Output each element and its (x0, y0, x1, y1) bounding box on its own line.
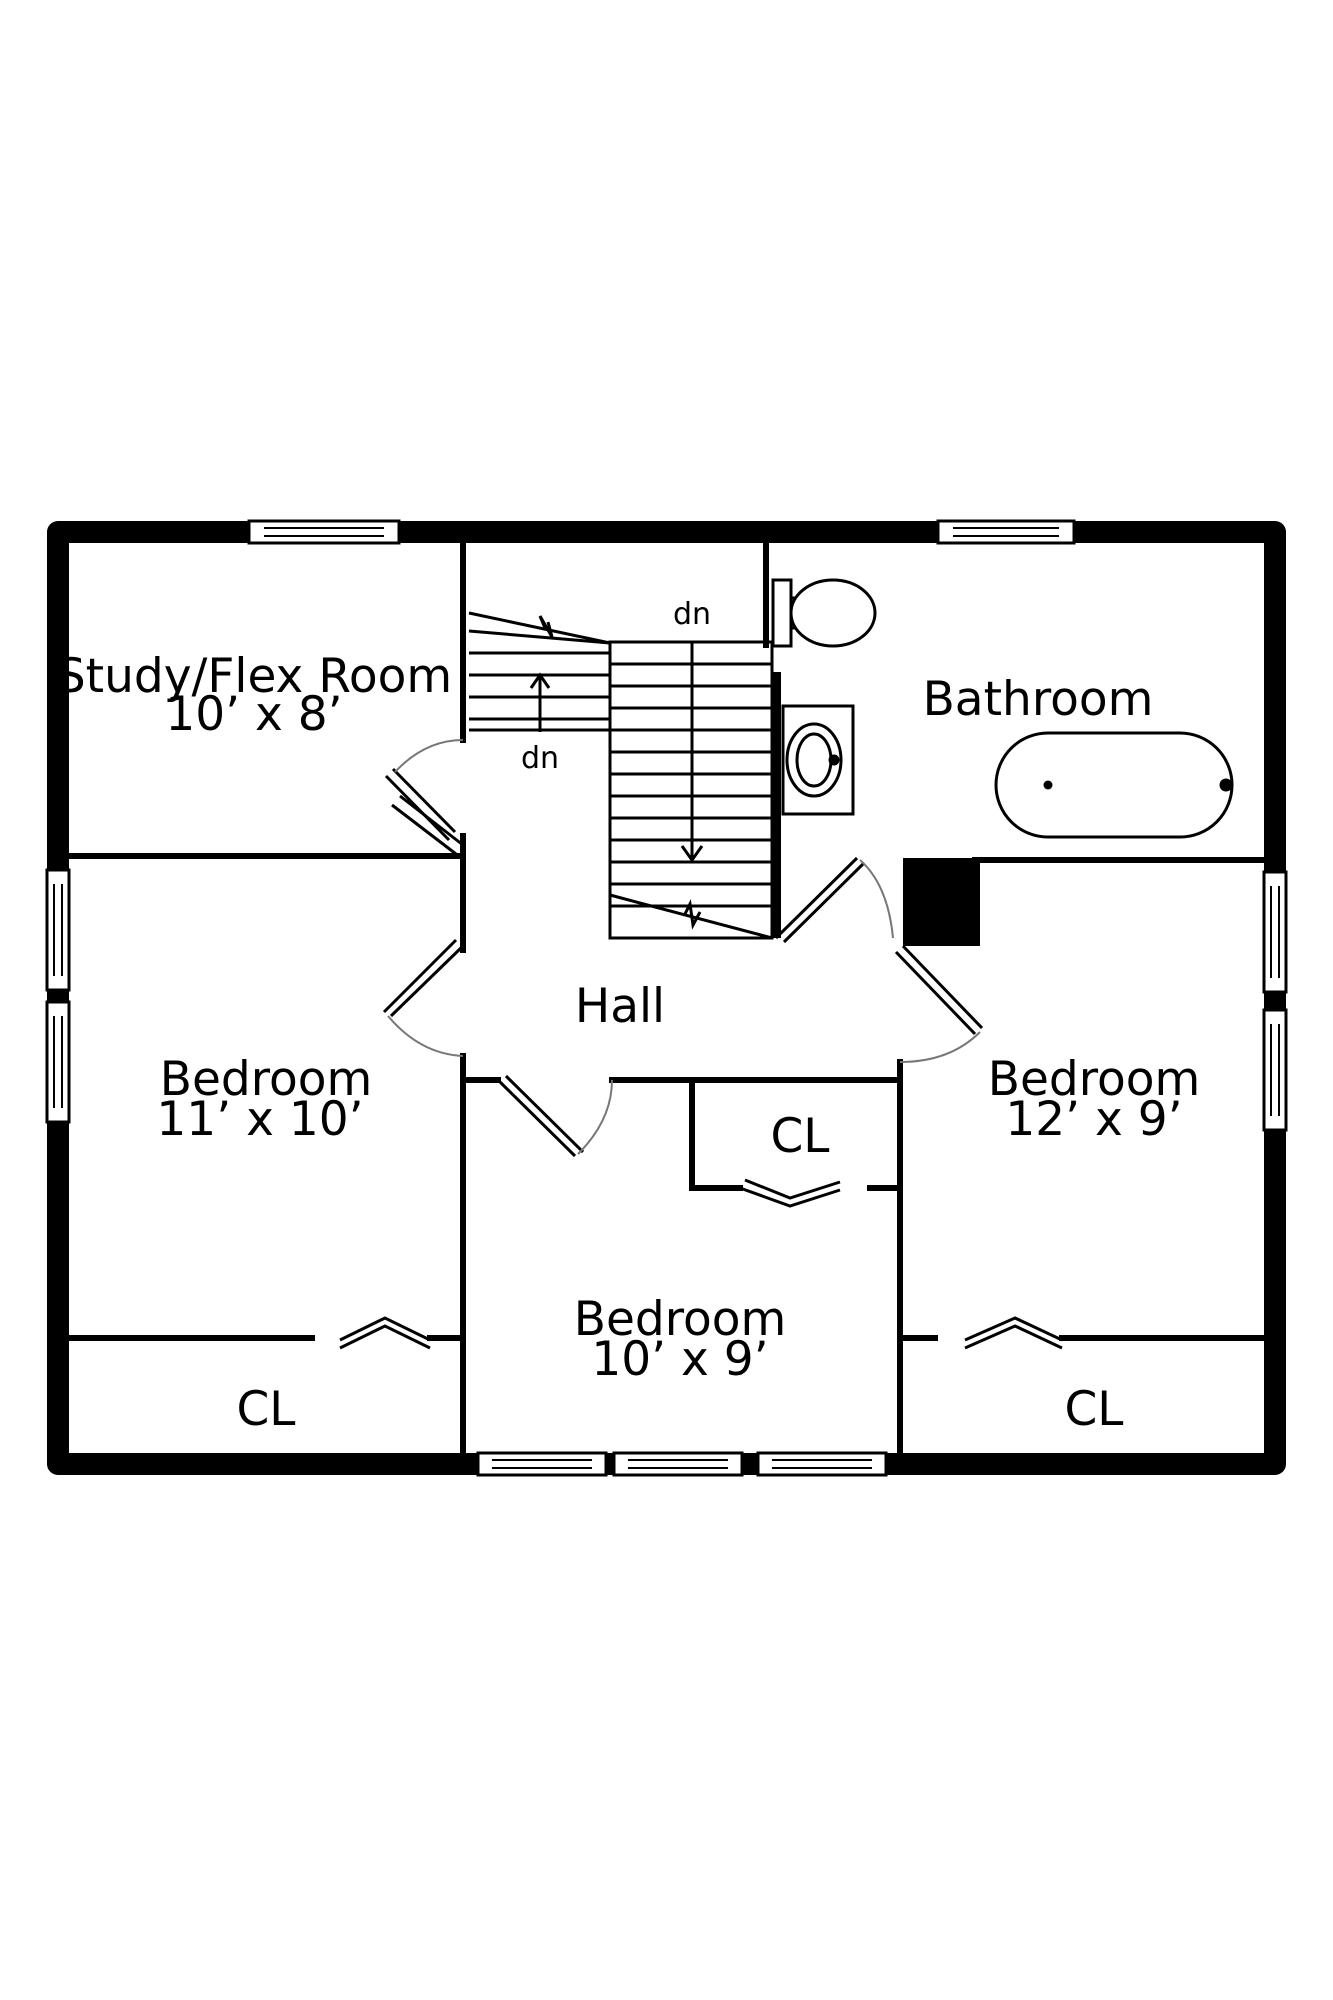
room-size-bedroom-middle: 10’ x 9’ (591, 1332, 768, 1387)
window-bedroom-right-2 (1262, 1008, 1288, 1132)
window-bedroom-left-1 (45, 868, 71, 992)
room-size-bedroom-left: 11’ x 10’ (156, 1092, 363, 1147)
bathtub (994, 731, 1234, 839)
window-study-top (247, 519, 401, 545)
room-size-bedroom-right: 12’ x 9’ (1005, 1092, 1182, 1147)
sink (781, 704, 855, 816)
stair-label-upper: dn (673, 597, 711, 632)
toilet (771, 578, 877, 648)
doors (339, 739, 1063, 1350)
closet-label-right: CL (1064, 1382, 1123, 1437)
room-name-bedroom-right: Bedroom (988, 1052, 1201, 1107)
window-bedroom-right-1 (1262, 870, 1288, 994)
room-name-bedroom-left: Bedroom (160, 1052, 373, 1107)
room-name-bathroom: Bathroom (923, 672, 1154, 727)
staircase (468, 611, 774, 940)
window-bottom-3 (756, 1451, 888, 1477)
chimney (903, 858, 980, 946)
window-bathroom-top (936, 519, 1076, 545)
window-bottom-1 (476, 1451, 608, 1477)
stair-label-lower: dn (521, 741, 559, 776)
window-bedroom-left-2 (45, 1000, 71, 1124)
closet-label-left: CL (236, 1382, 295, 1437)
interior-walls (66, 540, 1267, 1461)
window-bottom-2 (612, 1451, 744, 1477)
room-name-hall: Hall (575, 979, 665, 1034)
room-size-study: 10’ x 8’ (165, 687, 342, 742)
room-name-study: Study/Flex Room (56, 649, 452, 704)
room-name-bedroom-middle: Bedroom (574, 1292, 787, 1347)
closet-label-middle: CL (770, 1109, 829, 1164)
